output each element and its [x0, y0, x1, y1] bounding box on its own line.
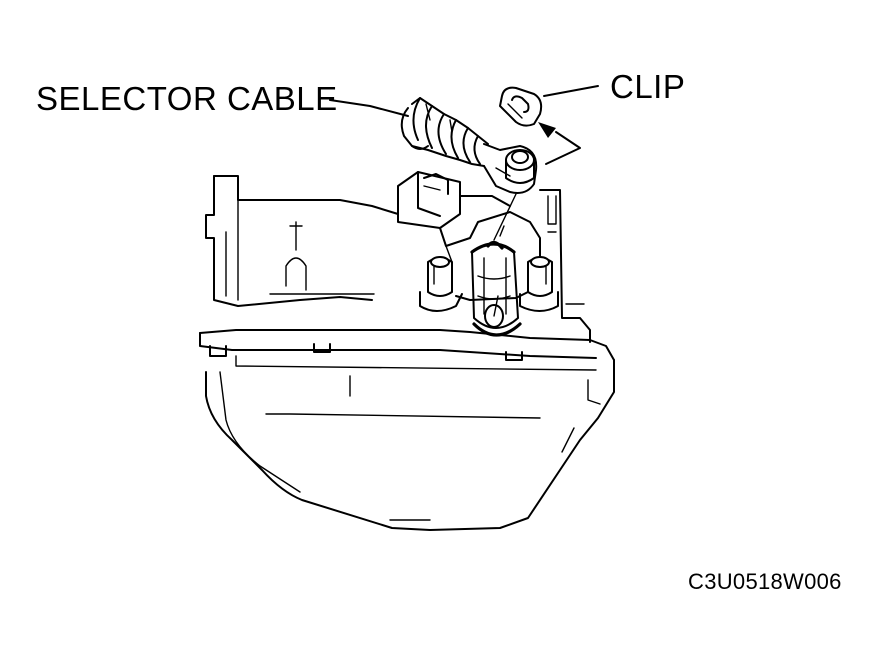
selector-cable: [400, 97, 538, 194]
selector-cable-label: SELECTOR CABLE: [36, 80, 338, 117]
selector-cable-leader: [329, 99, 409, 117]
manual-shift-mechanism: [397, 171, 559, 337]
clip-part: [499, 86, 543, 127]
clip-label: CLIP: [610, 68, 685, 105]
figure-code: C3U0518W006: [688, 569, 842, 594]
transmission-case: [199, 175, 615, 531]
clip-leader: [543, 85, 599, 97]
install-arrow: [538, 122, 581, 165]
